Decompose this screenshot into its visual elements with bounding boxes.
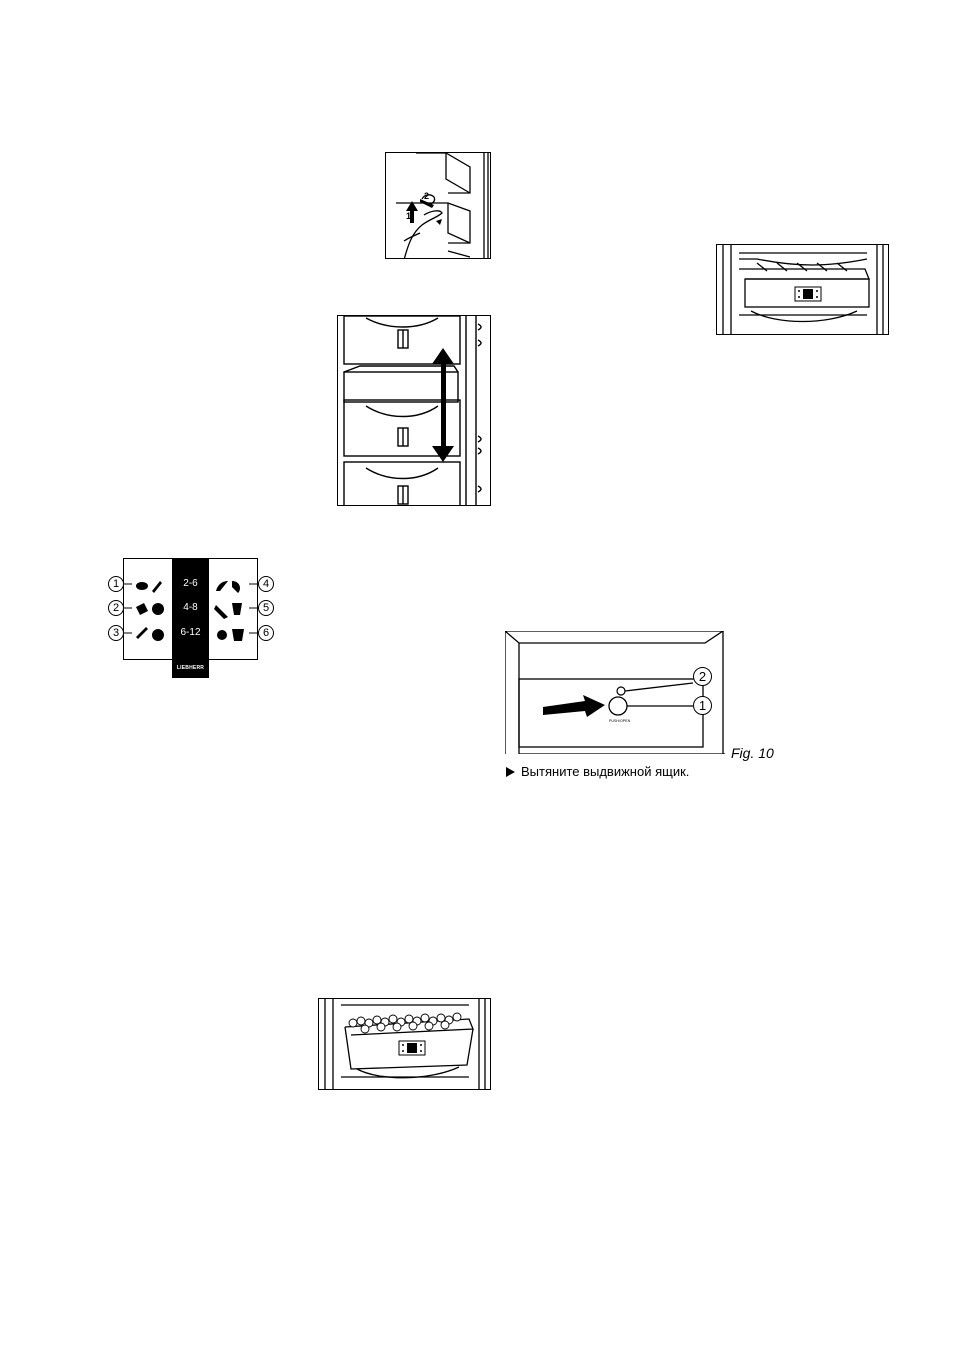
fig10-callout-1: 1 — [693, 696, 712, 715]
drawer-full-illustration-icon — [319, 999, 491, 1090]
push-open-button-label: PUSH/OPEN — [609, 719, 631, 723]
storage-callout-3: 3 — [108, 625, 124, 641]
temperature-range-band — [172, 558, 209, 678]
instruction-text: Вытяните выдвижной ящик. — [521, 764, 689, 779]
storage-callout-2: 2 — [108, 600, 124, 616]
drawer-height-adjust-illustration-icon — [338, 316, 491, 506]
instruction-line: Вытяните выдвижной ящик. — [506, 764, 689, 779]
brand-logo: LIEBHERR — [172, 665, 209, 671]
shelf-step-2-label: 2 — [424, 191, 429, 201]
storage-callout-6: 6 — [258, 625, 274, 641]
fig-10-drawer-release: PUSH/OPEN — [505, 631, 725, 754]
drawer-release-button-illustration-icon: PUSH/OPEN — [505, 631, 725, 754]
range-label-3: 6-12 — [172, 627, 209, 638]
shelf-step-1-label: 1 — [406, 211, 411, 221]
drawer-adjust-figure — [337, 315, 491, 506]
range-label-2: 4-8 — [172, 602, 209, 613]
drawer-full-figure — [318, 998, 491, 1090]
storage-callout-1: 1 — [108, 576, 124, 592]
figure-caption: Fig. 10 — [731, 745, 774, 761]
drawer-with-display-illustration-icon — [717, 245, 889, 335]
drawer-display-figure — [716, 244, 889, 335]
bullet-triangle-icon — [506, 767, 515, 777]
storage-callout-4: 4 — [258, 576, 274, 592]
fig10-callout-2: 2 — [693, 667, 712, 686]
shelf-removal-figure: 1 2 — [385, 152, 491, 259]
storage-callout-5: 5 — [258, 600, 274, 616]
shelf-removal-illustration-icon: 1 2 — [386, 153, 491, 259]
range-label-1: 2-6 — [172, 578, 209, 589]
